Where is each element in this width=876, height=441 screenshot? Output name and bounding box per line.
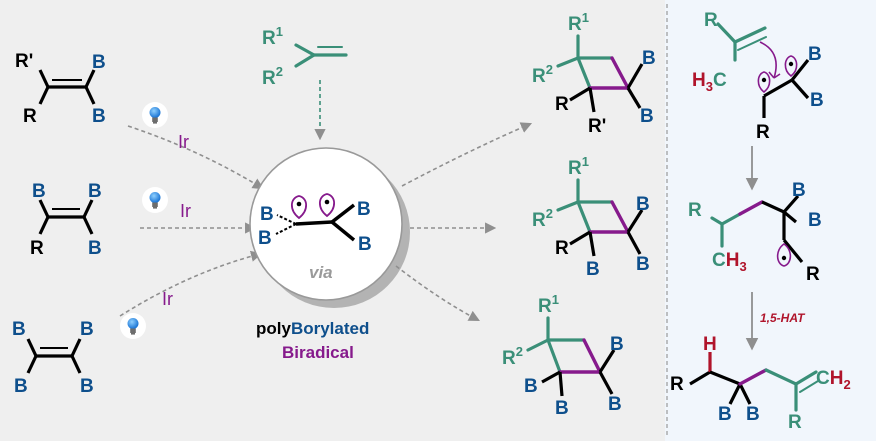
svg-text:R: R bbox=[670, 374, 684, 395]
svg-text:R: R bbox=[688, 200, 702, 221]
svg-text:R: R bbox=[23, 106, 37, 127]
svg-text:CH3: CH3 bbox=[712, 250, 747, 274]
svg-text:R1: R1 bbox=[568, 10, 589, 35]
svg-text:R: R bbox=[788, 412, 802, 433]
svg-text:R1: R1 bbox=[262, 24, 283, 49]
mechanism-product: H R B B CH2 R bbox=[670, 334, 851, 433]
svg-text:R': R' bbox=[15, 51, 33, 72]
svg-text:R1: R1 bbox=[568, 154, 589, 179]
light-bulb-icon bbox=[142, 187, 168, 213]
svg-text:B: B bbox=[586, 259, 600, 280]
svg-text:B: B bbox=[258, 228, 272, 249]
mechanism-step-1: R H3C B B R bbox=[692, 10, 824, 143]
catalyst-label: Ir bbox=[162, 289, 173, 309]
svg-text:R: R bbox=[806, 264, 820, 285]
svg-text:B: B bbox=[80, 319, 94, 340]
svg-text:B: B bbox=[792, 180, 806, 201]
hat-label: 1,5-HAT bbox=[760, 311, 806, 325]
arrow-substrate-1 bbox=[127, 125, 264, 190]
svg-text:B: B bbox=[810, 90, 824, 111]
catalyst-label: Ir bbox=[178, 132, 189, 152]
catalyst-label: Ir bbox=[180, 201, 191, 221]
svg-text:B: B bbox=[92, 52, 106, 73]
svg-text:R: R bbox=[555, 94, 569, 115]
arrow-substrate-3 bbox=[119, 250, 263, 317]
svg-text:R2: R2 bbox=[532, 206, 553, 231]
substrate-alkene-3: B B B B bbox=[12, 319, 94, 397]
svg-text:H: H bbox=[703, 334, 717, 355]
svg-text:H3C: H3C bbox=[692, 70, 727, 94]
svg-text:R: R bbox=[30, 238, 44, 259]
svg-text:B: B bbox=[88, 181, 102, 202]
svg-text:B: B bbox=[357, 199, 371, 220]
svg-text:B: B bbox=[610, 334, 624, 355]
svg-text:CH2: CH2 bbox=[816, 368, 851, 392]
svg-text:B: B bbox=[640, 106, 654, 127]
product-cyclobutane-3: R1 R2 B B B B bbox=[502, 292, 624, 419]
svg-text:B: B bbox=[636, 194, 650, 215]
polyborylated-label: polyBorylated bbox=[256, 319, 369, 338]
product-cyclobutane-1: R1 R2 R R' B B bbox=[532, 10, 656, 137]
svg-text:B: B bbox=[92, 106, 106, 127]
svg-text:B: B bbox=[32, 181, 46, 202]
svg-text:B: B bbox=[642, 48, 656, 69]
substrate-alkene-1: B B R' R bbox=[15, 51, 106, 127]
svg-text:B: B bbox=[260, 204, 274, 225]
svg-text:B: B bbox=[88, 238, 102, 259]
svg-text:R2: R2 bbox=[262, 64, 283, 89]
substrate-alkene-2: B B R B bbox=[30, 181, 102, 259]
svg-text:B: B bbox=[808, 44, 822, 65]
light-bulb-icon bbox=[120, 313, 146, 339]
reagent-alkene: R1 R2 bbox=[262, 24, 348, 89]
svg-text:R: R bbox=[555, 238, 569, 259]
svg-text:R: R bbox=[756, 122, 770, 143]
product-cyclobutane-2: R1 R2 R B B B bbox=[532, 154, 650, 280]
svg-text:B: B bbox=[80, 376, 94, 397]
arrow-product-3 bbox=[395, 265, 480, 322]
mechanism-step-2: R CH3 B B R bbox=[688, 180, 822, 285]
svg-text:B: B bbox=[358, 234, 372, 255]
svg-text:B: B bbox=[555, 398, 569, 419]
svg-text:B: B bbox=[808, 210, 822, 231]
biradical-structure: B B B B via bbox=[258, 193, 372, 282]
svg-text:B: B bbox=[14, 376, 28, 397]
biradical-label: Biradical bbox=[282, 343, 354, 362]
svg-text:B: B bbox=[718, 404, 732, 425]
svg-text:B: B bbox=[524, 376, 538, 397]
svg-text:B: B bbox=[12, 319, 26, 340]
svg-text:B: B bbox=[636, 254, 650, 275]
svg-text:via: via bbox=[309, 263, 333, 282]
svg-text:R2: R2 bbox=[502, 344, 523, 369]
svg-text:R2: R2 bbox=[532, 62, 553, 87]
light-bulb-icon bbox=[142, 102, 168, 128]
svg-text:B: B bbox=[608, 394, 622, 415]
svg-text:B: B bbox=[746, 404, 760, 425]
svg-text:R': R' bbox=[588, 116, 606, 137]
svg-text:R: R bbox=[704, 10, 718, 31]
arrow-product-1 bbox=[401, 122, 533, 187]
svg-text:R1: R1 bbox=[538, 292, 559, 317]
